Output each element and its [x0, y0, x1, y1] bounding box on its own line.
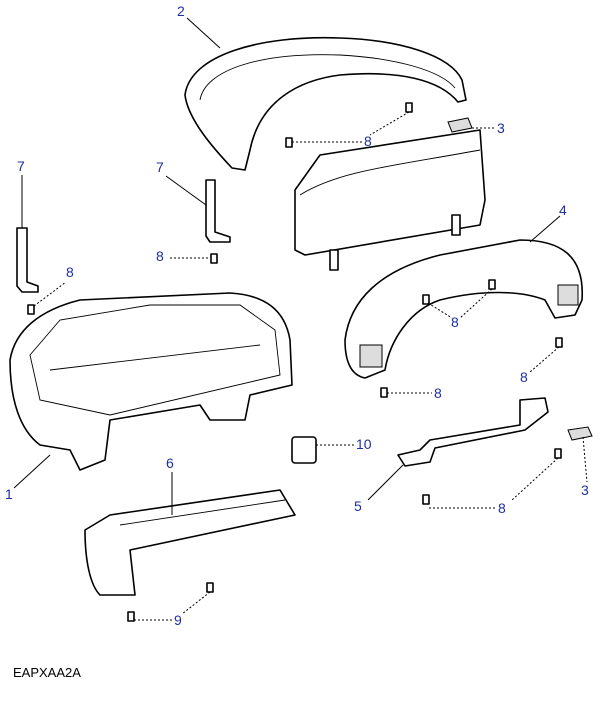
part-4-bezel: [344, 239, 583, 379]
leader-lines: [13, 17, 588, 621]
part-5-bracket: [397, 397, 549, 467]
callout-8: 8: [66, 264, 74, 280]
diagram-reference-code: EAPXAA2A: [13, 665, 81, 680]
callout-1: 1: [5, 486, 13, 502]
part-3-clip-lower: [567, 426, 593, 441]
callout-7: 7: [17, 158, 25, 174]
part-1-binnacle: [9, 292, 293, 471]
callout-3: 3: [497, 120, 505, 136]
callout-8: 8: [498, 500, 506, 516]
callout-8: 8: [520, 369, 528, 385]
callout-8: 8: [156, 248, 164, 264]
callout-3: 3: [581, 482, 589, 498]
part-10-block: [291, 436, 317, 464]
callout-8: 8: [434, 385, 442, 401]
part-6-lower-panel: [84, 489, 296, 596]
part-2-top-cover: [184, 36, 467, 171]
callout-6: 6: [166, 455, 174, 471]
callout-9: 9: [174, 612, 182, 628]
part-3-clip-upper: [447, 117, 473, 133]
callout-8: 8: [364, 133, 372, 149]
part-7-bracket-left: [16, 227, 39, 293]
callout-5: 5: [354, 498, 362, 514]
part-7-bracket-right: [205, 179, 231, 243]
callout-4: 4: [559, 202, 567, 218]
callout-2: 2: [177, 3, 185, 19]
callout-8: 8: [451, 314, 459, 330]
callout-7: 7: [156, 159, 164, 175]
callout-10: 10: [356, 436, 372, 452]
instrument-housing: [294, 129, 486, 271]
